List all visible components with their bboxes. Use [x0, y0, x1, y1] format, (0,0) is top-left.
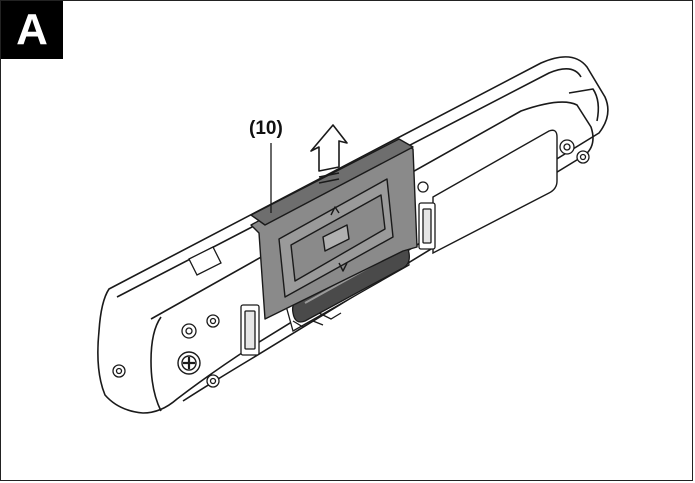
cross-screw-icon: [177, 351, 201, 375]
right-back-plate: [432, 129, 558, 255]
housing-slots: [188, 202, 436, 356]
battery-cover: [250, 138, 418, 320]
up-arrow-icon: [310, 124, 348, 184]
cover-callout-label: (10): [249, 118, 283, 139]
figure-label-badge: A: [1, 1, 63, 59]
mounting-holes: [112, 139, 590, 388]
